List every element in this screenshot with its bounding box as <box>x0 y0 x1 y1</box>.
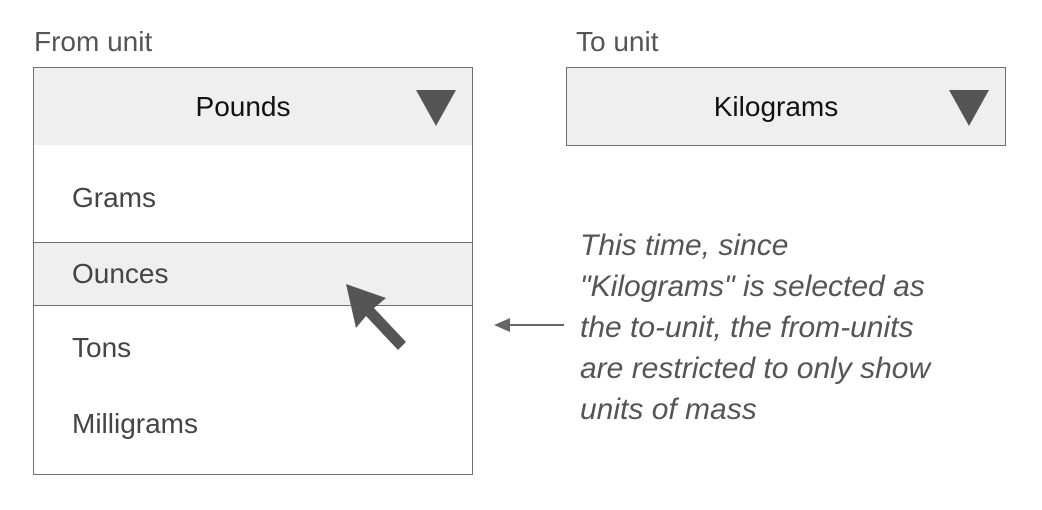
dropdown-caret-icon[interactable] <box>949 90 989 126</box>
to-unit-select[interactable]: Kilograms <box>566 67 1006 146</box>
option-tons[interactable]: Tons <box>72 332 132 363</box>
annotation-line: are restricted to only show <box>580 352 931 385</box>
annotation-line: "Kilograms" is selected as <box>580 270 925 303</box>
left-arrow-icon <box>494 318 564 332</box>
option-milligrams[interactable]: Milligrams <box>72 408 198 439</box>
from-unit-select[interactable]: Pounds <box>33 67 473 146</box>
from-unit-selected-value: Pounds <box>195 90 291 122</box>
from-unit-options-list: Grams Ounces Tons Milligrams <box>33 145 473 475</box>
dropdown-caret-icon[interactable] <box>416 90 456 126</box>
annotation-line: This time, since <box>580 229 789 262</box>
to-unit-label: To unit <box>576 26 659 57</box>
option-ounces[interactable]: Ounces <box>34 242 472 306</box>
annotation-line: the to-unit, the from-units <box>580 311 914 344</box>
option-grams[interactable]: Grams <box>72 182 156 213</box>
to-unit-selected-value: Kilograms <box>713 90 839 122</box>
annotation-line: units of mass <box>580 393 757 426</box>
from-unit-label: From unit <box>34 26 153 57</box>
annotation-note: This time, since "Kilograms" is selected… <box>580 225 1020 430</box>
mouse-pointer-icon <box>346 284 406 350</box>
